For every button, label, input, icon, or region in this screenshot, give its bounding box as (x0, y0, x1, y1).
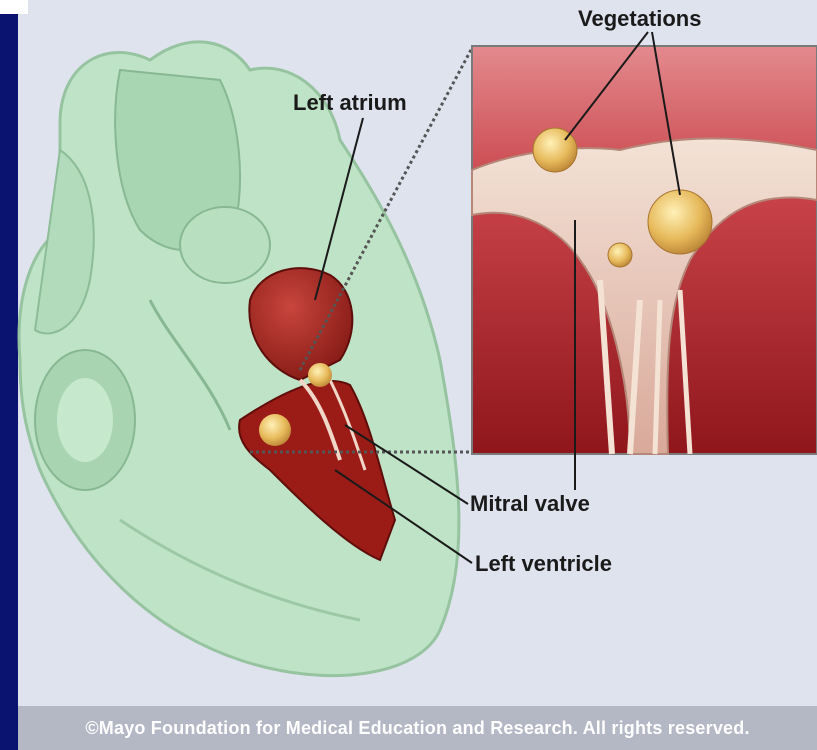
label-left-ventricle: Left ventricle (475, 553, 612, 575)
mitral-valve-inset (472, 46, 817, 454)
label-left-atrium: Left atrium (293, 92, 407, 114)
vegetation-2 (648, 190, 712, 254)
label-vegetations: Vegetations (578, 8, 701, 30)
vegetation-3 (608, 243, 632, 267)
label-mitral-valve: Mitral valve (470, 493, 590, 515)
copyright-footer: ©Mayo Foundation for Medical Education a… (18, 706, 817, 750)
